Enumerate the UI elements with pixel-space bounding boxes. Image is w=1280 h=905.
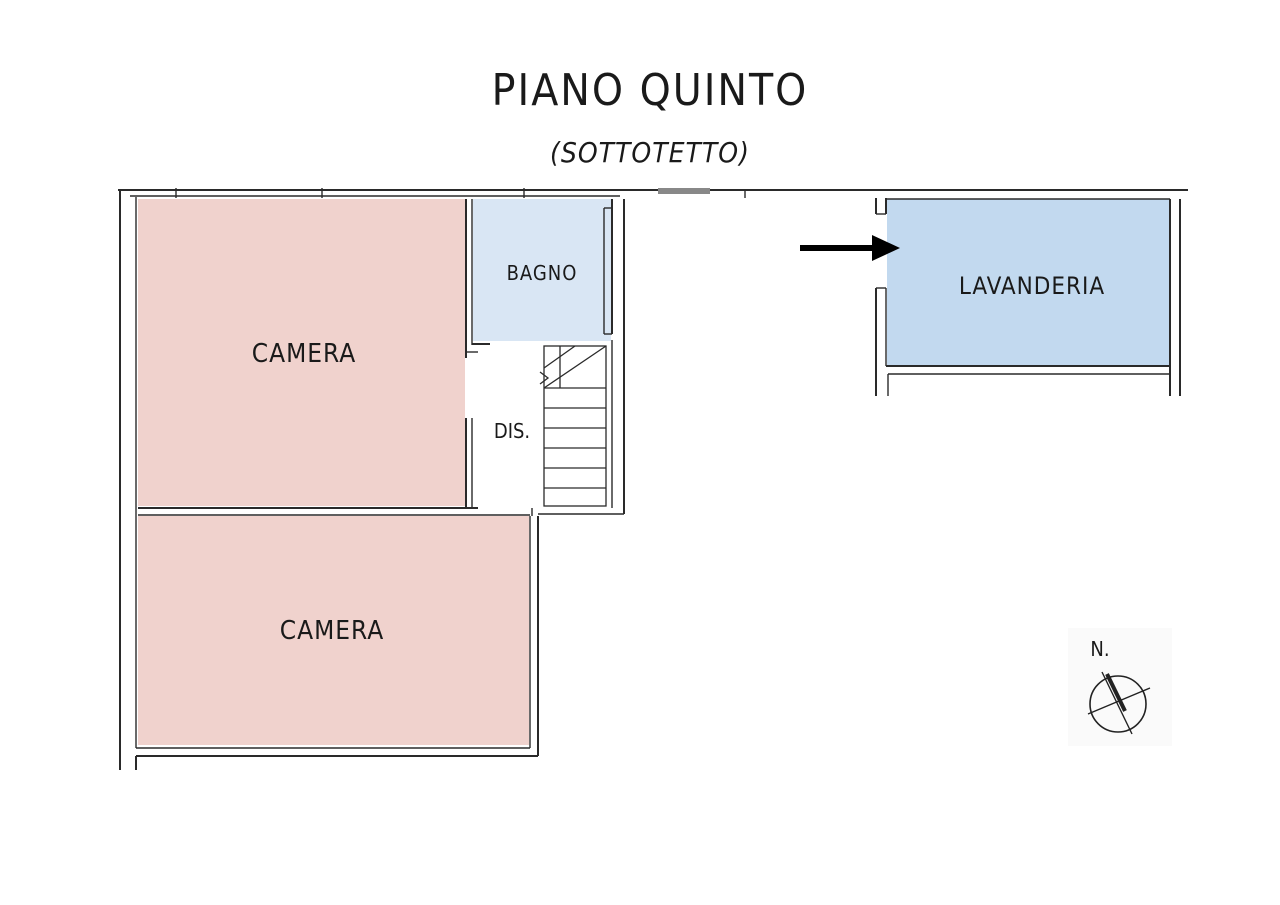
room-camera-bottom	[138, 516, 529, 745]
stair	[539, 345, 607, 507]
walls-lavanderia	[875, 198, 1181, 396]
plan-subtitle: (SOTTOTETTO)	[550, 136, 750, 169]
compass-needle-icon	[1087, 671, 1151, 735]
room-label-camera-bottom: CAMERA	[280, 616, 385, 646]
room-camera-top	[138, 199, 465, 506]
room-lavanderia	[887, 199, 1169, 365]
north-compass: N.	[1068, 628, 1172, 746]
compass-label: N.	[1090, 637, 1109, 661]
room-bagno	[473, 199, 611, 341]
room-label-camera-top: CAMERA	[252, 339, 357, 369]
room-label-dis: DIS.	[494, 419, 530, 443]
plan-title: PIANO QUINTO	[492, 65, 809, 116]
room-label-bagno: BAGNO	[507, 261, 578, 285]
walls-left-block	[118, 188, 1188, 770]
room-label-lavanderia: LAVANDERIA	[959, 272, 1105, 300]
right-arrow-icon	[800, 235, 900, 261]
